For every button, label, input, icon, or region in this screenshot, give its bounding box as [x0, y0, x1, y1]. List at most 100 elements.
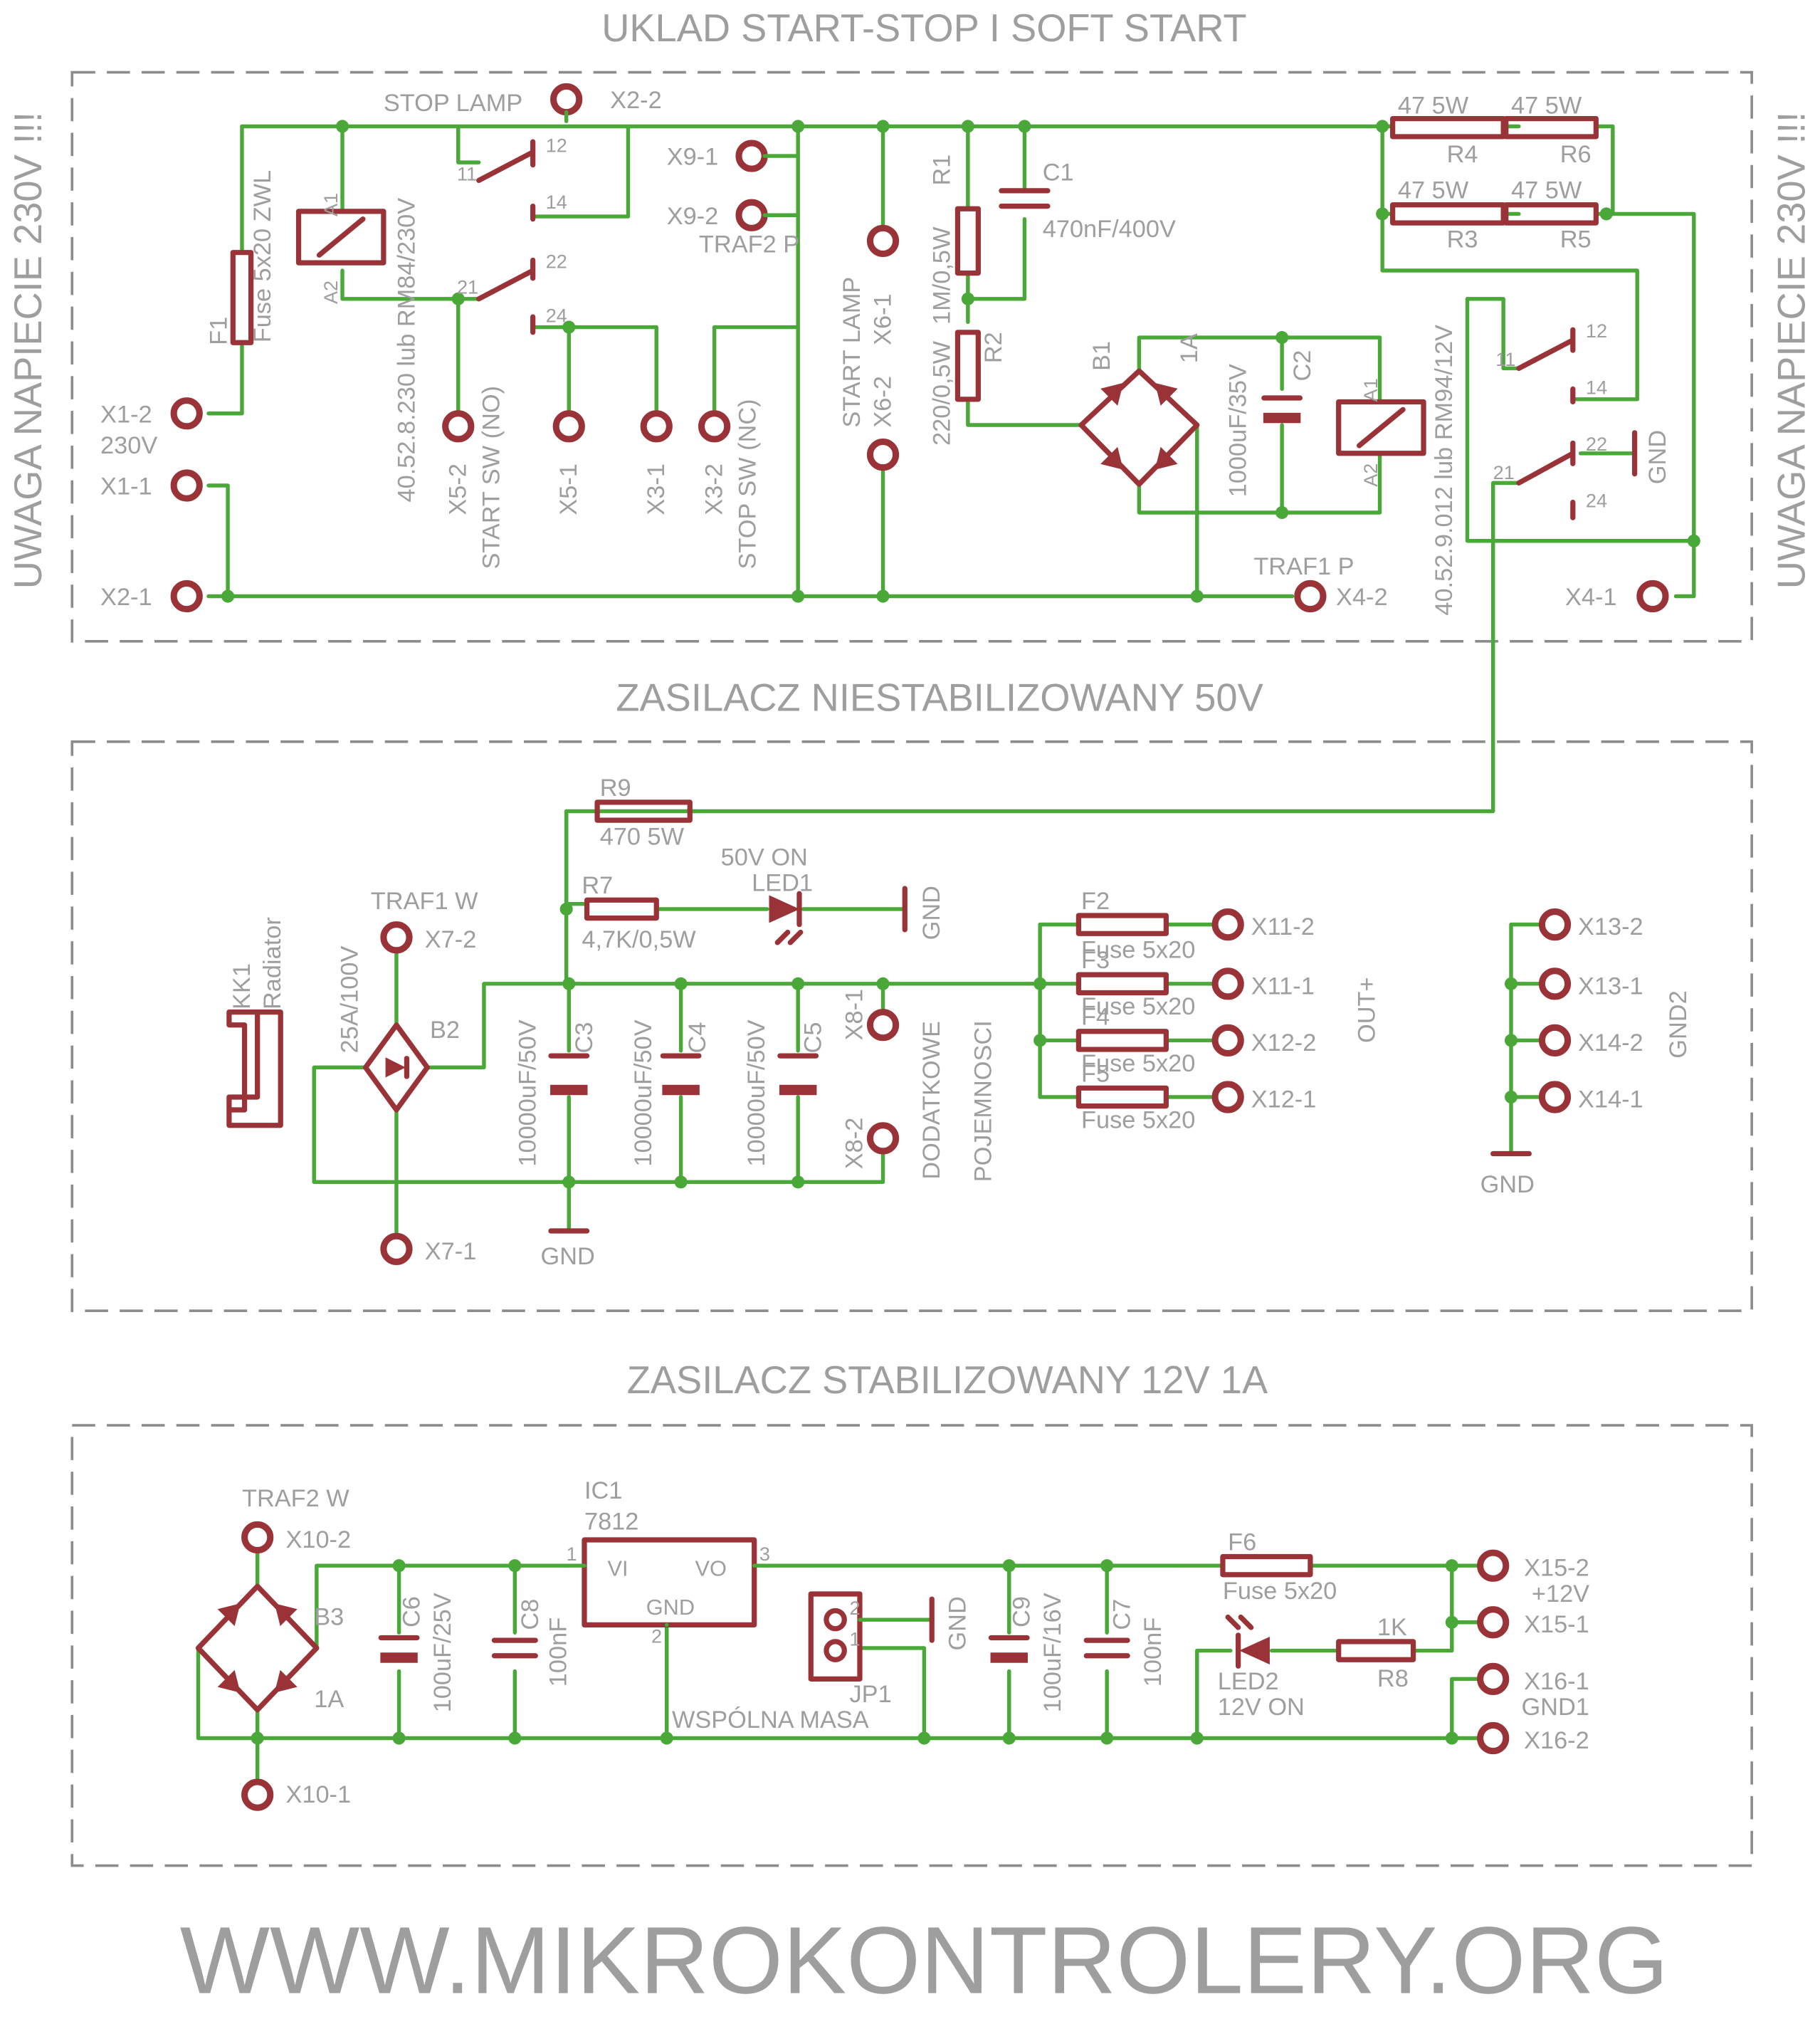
capacitor-c1 — [999, 188, 1051, 209]
section-start-stop: STOP LAMP X2-2 11 12 14 21 22 24 A1 A2 4… — [100, 83, 1700, 906]
pad-x16-2 — [1477, 1721, 1510, 1755]
label-r3-value: 47 5W — [1398, 177, 1469, 204]
label-ic1-pin1: 1 — [567, 1543, 577, 1565]
resistor-r3 — [1390, 202, 1506, 226]
label-b1-value: 1A — [1176, 333, 1203, 363]
label-ic1-pin2: 2 — [651, 1625, 662, 1647]
bridge-b1 — [1078, 368, 1200, 487]
capacitor-c7 — [1083, 1637, 1130, 1659]
label-traf1-w: TRAF1 W — [371, 888, 478, 915]
label-gnd1: GND1 — [1521, 1694, 1589, 1721]
fuse-f2 — [1075, 913, 1169, 936]
led1-icon — [769, 895, 800, 923]
label-x3-1: X3-1 — [643, 463, 670, 515]
label-r5: R5 — [1560, 226, 1592, 253]
title-start-stop: UKLAD START-STOP I SOFT START — [601, 7, 1246, 50]
label-ic1: IC1 — [584, 1477, 622, 1504]
fuse-f3 — [1075, 972, 1169, 996]
label-x8-2: X8-2 — [841, 1118, 868, 1170]
pad-x5-2 — [442, 410, 475, 443]
regulator-ic1 — [582, 1537, 757, 1628]
label-f1-value: Fuse 5x20 ZWL — [249, 170, 276, 342]
label-x12-1: X12-1 — [1251, 1086, 1317, 1113]
label-r6: R6 — [1560, 141, 1592, 168]
label-r3: R3 — [1447, 226, 1478, 253]
label-ic1-pin3: 3 — [759, 1543, 770, 1565]
label-jp1-pin2: 2 — [850, 1597, 861, 1619]
relay2-contact-2 — [1516, 440, 1576, 520]
label-c6-value: 100uF/25V — [429, 1593, 456, 1712]
resistor-r5 — [1503, 202, 1599, 226]
label-f6: F6 — [1228, 1529, 1256, 1556]
label-c9: C9 — [1009, 1596, 1036, 1627]
label-f5-value: Fuse 5x20 — [1081, 1106, 1195, 1133]
label-traf2-p: TRAF2 P — [699, 231, 799, 258]
label-b2-value: 25A/100V — [337, 946, 364, 1054]
label-r1-value: 1M/0,5W — [929, 226, 956, 325]
label-relay1-part: 40.52.8.230 lub RM84/230V — [393, 198, 420, 503]
relay1-contact-1 — [476, 139, 536, 222]
label-r6-value: 47 5W — [1511, 92, 1582, 119]
label-c2-value: 1000uF/35V — [1224, 364, 1251, 497]
frame-start-stop — [70, 70, 1753, 643]
relay1-contact-2 — [476, 257, 536, 335]
label-relay1-p14: 14 — [546, 191, 567, 213]
label-gnd-relay2: GND — [1644, 430, 1671, 484]
label-c8: C8 — [517, 1599, 544, 1630]
pad-x9-1 — [735, 140, 768, 172]
label-50v-on: 50V ON — [721, 844, 808, 871]
pad-x6-1 — [866, 224, 900, 258]
label-relay1-p24: 24 — [546, 304, 567, 326]
pad-x13-2 — [1538, 908, 1572, 941]
resistor-r4 — [1390, 116, 1506, 140]
label-common-gnd: WSPÓLNA MASA — [672, 1706, 869, 1734]
resistor-r7 — [584, 897, 659, 921]
radiator-kk1 — [226, 1009, 283, 1128]
label-12v: +12V — [1532, 1580, 1589, 1608]
label-x15-2: X15-2 — [1524, 1555, 1589, 1582]
label-gnd-led1: GND — [918, 886, 945, 940]
label-c7-value: 100nF — [1140, 1617, 1167, 1687]
label-c4: C4 — [684, 1022, 711, 1054]
fuse-f6 — [1220, 1553, 1313, 1578]
label-x16-2: X16-2 — [1524, 1727, 1589, 1754]
pad-x16-1 — [1477, 1662, 1510, 1695]
label-c1-value: 470nF/400V — [1043, 216, 1176, 243]
pad-x15-1 — [1477, 1606, 1510, 1639]
section-50v: R9 470 5W R7 4,7K/0,5W 50V ON LED1 GND T… — [226, 775, 1692, 1270]
pad-x13-1 — [1538, 967, 1572, 1000]
label-x13-1: X13-1 — [1578, 972, 1643, 1000]
label-12v-on: 12V ON — [1218, 1694, 1305, 1721]
label-f1: F1 — [205, 317, 232, 345]
label-out-plus: OUT+ — [1353, 977, 1380, 1043]
label-x6-2: X6-2 — [869, 376, 896, 428]
label-f6-value: Fuse 5x20 — [1223, 1578, 1337, 1605]
pad-x12-1 — [1211, 1081, 1244, 1113]
label-traf1-p: TRAF1 P — [1253, 553, 1354, 580]
label-x5-2: X5-2 — [445, 463, 472, 515]
label-f5: F5 — [1081, 1060, 1110, 1087]
frame-50v — [70, 740, 1753, 1312]
fuse-f4 — [1075, 1029, 1169, 1052]
label-x14-2: X14-2 — [1578, 1029, 1643, 1056]
label-c9-value: 100uF/16V — [1039, 1593, 1066, 1712]
label-c1: C1 — [1043, 159, 1074, 186]
section-12v: TRAF2 W X10-2 X10-1 B3 1A C6 100uF/25V C… — [195, 1477, 1589, 1811]
label-dodatkowe: DODATKOWE — [918, 1021, 945, 1180]
fuse-f5 — [1075, 1085, 1169, 1109]
label-jp1: JP1 — [850, 1681, 892, 1708]
label-relay1-p12: 12 — [546, 135, 567, 157]
pad-x11-2 — [1211, 908, 1244, 941]
label-c7: C7 — [1109, 1599, 1136, 1630]
label-x11-1: X11-1 — [1251, 972, 1315, 1000]
label-x9-2: X9-2 — [667, 203, 719, 230]
label-f4: F4 — [1081, 1004, 1110, 1031]
label-jp1-pin1: 1 — [850, 1627, 861, 1650]
label-x3-2: X3-2 — [700, 463, 727, 515]
label-gnd-bottom: GND — [1480, 1171, 1535, 1198]
jumper-jp1 — [808, 1591, 863, 1682]
pad-x12-2 — [1211, 1024, 1244, 1057]
bridge-b3 — [195, 1583, 320, 1713]
label-relay2-a2: A2 — [1359, 463, 1382, 487]
